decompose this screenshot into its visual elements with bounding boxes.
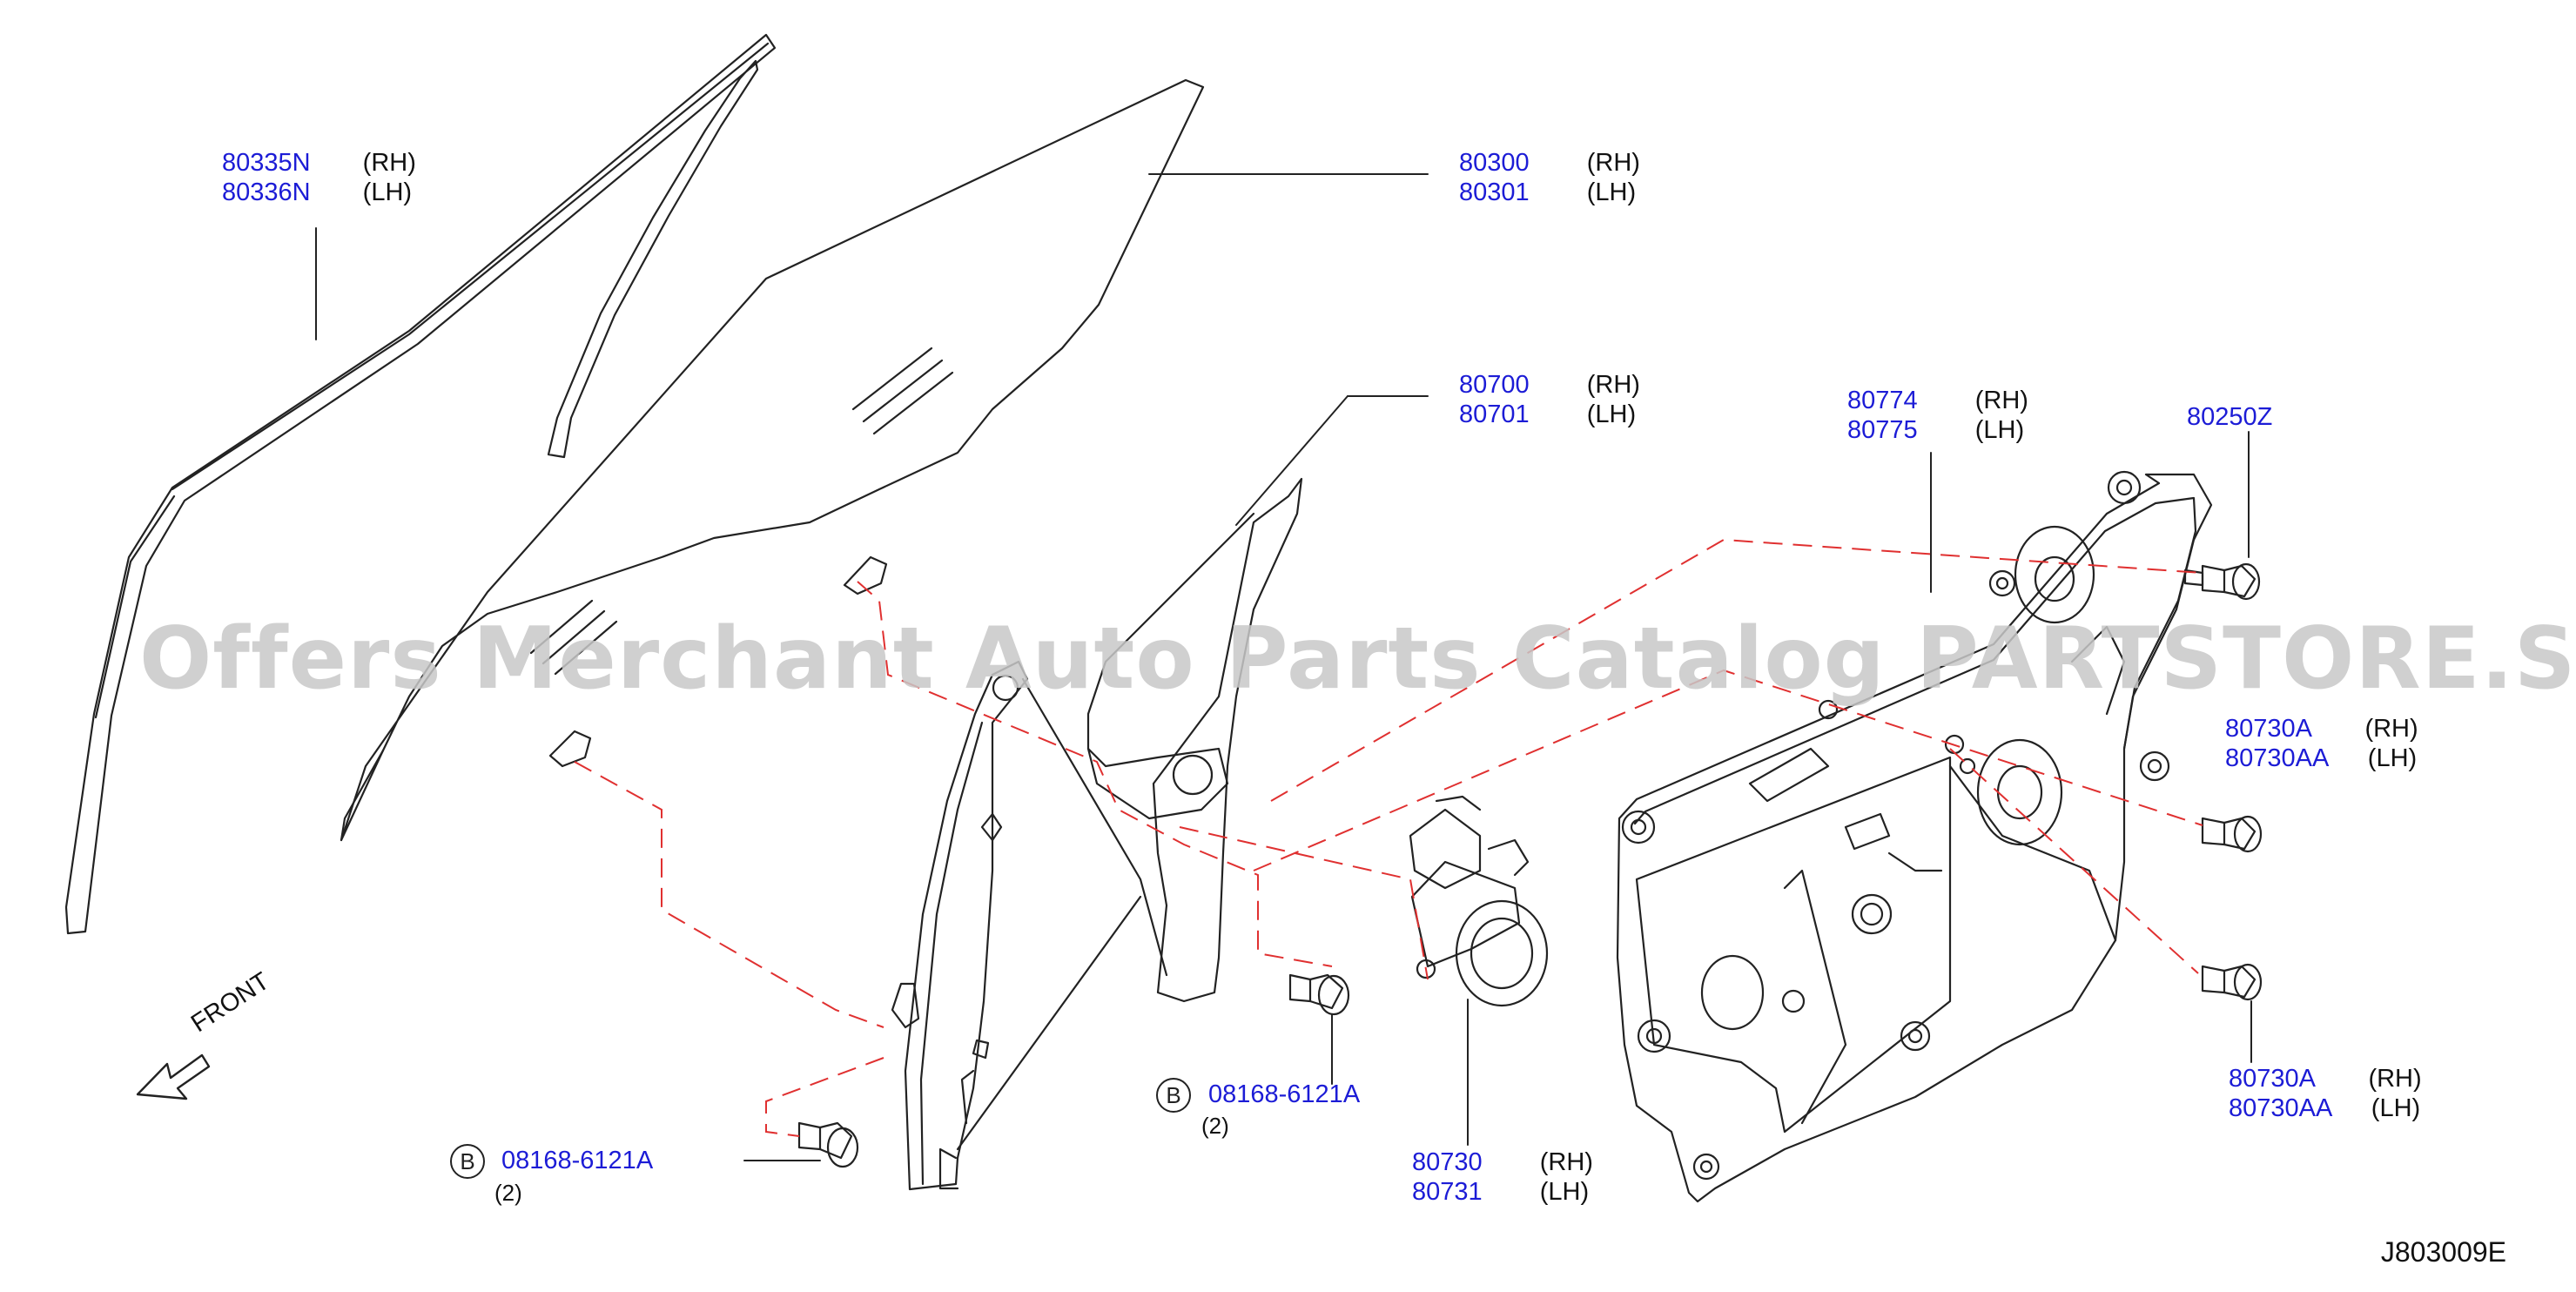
part-number-link[interactable]: 08168-6121A bbox=[501, 1147, 654, 1174]
side-rh: (RH) bbox=[2364, 715, 2418, 743]
part-number-link[interactable]: 80335N bbox=[222, 149, 311, 177]
window-regulator bbox=[891, 477, 1303, 1191]
side-lh: (LH) bbox=[2371, 1094, 2421, 1122]
part-number-link[interactable]: 80336N bbox=[222, 178, 311, 206]
grommet-label: 80250Z bbox=[2187, 402, 2272, 432]
bolt-upper-label: 80730A (RH) 80730AA (LH) bbox=[2225, 714, 2418, 773]
regulator-label: 80700 (RH) 80701 (LH) bbox=[1459, 370, 1640, 429]
door-module-panel bbox=[1616, 470, 2213, 1203]
part-number-link[interactable]: 80300 bbox=[1459, 149, 1530, 177]
quantity-text: (2) bbox=[494, 1180, 522, 1206]
part-number-link[interactable]: 80730AA bbox=[2229, 1094, 2331, 1122]
leader-lines bbox=[315, 173, 2252, 1161]
part-number-link[interactable]: 80774 bbox=[1847, 387, 1918, 414]
window-motor bbox=[1409, 795, 1549, 1007]
motor-label: 80730 (RH) 80731 (LH) bbox=[1412, 1147, 1593, 1207]
glass-label: 80300 (RH) 80301 (LH) bbox=[1459, 148, 1640, 207]
part-number-link[interactable]: 80731 bbox=[1412, 1178, 1483, 1206]
side-rh: (RH) bbox=[1974, 387, 2028, 414]
watermark-text: Offers Merchant Auto Parts Catalog PARTS… bbox=[139, 609, 2576, 709]
side-rh: (RH) bbox=[1586, 149, 1640, 177]
side-lh: (LH) bbox=[362, 178, 413, 206]
diagram-code: J803009E bbox=[2380, 1236, 2506, 1268]
part-number-link[interactable]: 80701 bbox=[1459, 400, 1530, 428]
side-rh: (RH) bbox=[362, 149, 416, 177]
side-rh: (RH) bbox=[1539, 1148, 1593, 1176]
side-lh: (LH) bbox=[1974, 416, 2025, 444]
module-panel-label: 80774 (RH) 80775 (LH) bbox=[1847, 386, 2028, 445]
side-lh: (LH) bbox=[1586, 400, 1637, 428]
side-lh: (LH) bbox=[1586, 178, 1637, 206]
part-number-link[interactable]: 80730A bbox=[2229, 1065, 2315, 1093]
door-glass bbox=[340, 78, 1205, 842]
side-rh: (RH) bbox=[1586, 371, 1640, 399]
side-lh: (LH) bbox=[1539, 1178, 1590, 1206]
part-number-link[interactable]: 08168-6121A bbox=[1208, 1080, 1361, 1108]
part-number-link[interactable]: 80700 bbox=[1459, 371, 1530, 399]
bolt-b-left-label: 08168-6121A bbox=[501, 1146, 653, 1175]
quantity-text: (2) bbox=[1201, 1113, 1229, 1139]
door-sash bbox=[64, 33, 777, 935]
bolt-b-center-label: 08168-6121A bbox=[1208, 1080, 1360, 1109]
part-number-link[interactable]: 80730 bbox=[1412, 1148, 1483, 1176]
part-number-link[interactable]: 80301 bbox=[1459, 178, 1530, 206]
alignment-dashes bbox=[574, 538, 2203, 1137]
part-number-link[interactable]: 80730AA bbox=[2225, 744, 2328, 772]
bolt-lower-label: 80730A (RH) 80730AA (LH) bbox=[2229, 1064, 2422, 1123]
sash-label: 80335N (RH) 80336N (LH) bbox=[222, 148, 416, 207]
side-lh: (LH) bbox=[2367, 744, 2418, 772]
callout-badge: B bbox=[450, 1144, 485, 1179]
side-rh: (RH) bbox=[2368, 1065, 2422, 1093]
bolts bbox=[797, 562, 2263, 1168]
part-number-link[interactable]: 80730A bbox=[2225, 715, 2311, 743]
part-number-link[interactable]: 80775 bbox=[1847, 416, 1918, 444]
part-number-link[interactable]: 80250Z bbox=[2187, 403, 2273, 431]
callout-badge: B bbox=[1156, 1078, 1191, 1113]
